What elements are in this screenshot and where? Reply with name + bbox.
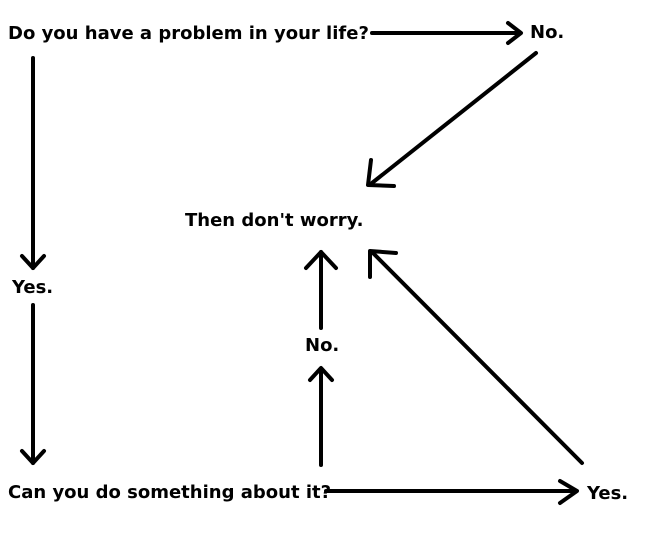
answer-no-middle: No. <box>305 335 340 356</box>
arrow-problem-to-no <box>370 21 523 45</box>
arrow-yes-to-dont-worry <box>368 249 584 465</box>
question-can-do-something: Can you do something about it? <box>8 482 332 503</box>
question-problem-in-life: Do you have a problem in your life? <box>8 23 369 44</box>
arrow-no-to-dont-worry-up <box>304 250 338 330</box>
arrow-problem-to-yes <box>20 56 46 270</box>
arrow-yes-to-action-question <box>20 303 46 465</box>
arrow-no-to-dont-worry <box>366 51 538 188</box>
answer-no-top: No. <box>530 22 565 43</box>
conclusion-dont-worry: Then don't worry. <box>185 210 364 231</box>
answer-yes-bottom: Yes. <box>587 483 629 504</box>
arrow-action-to-yes <box>324 479 579 505</box>
answer-yes-left: Yes. <box>12 277 54 298</box>
arrow-action-to-no <box>308 366 334 467</box>
